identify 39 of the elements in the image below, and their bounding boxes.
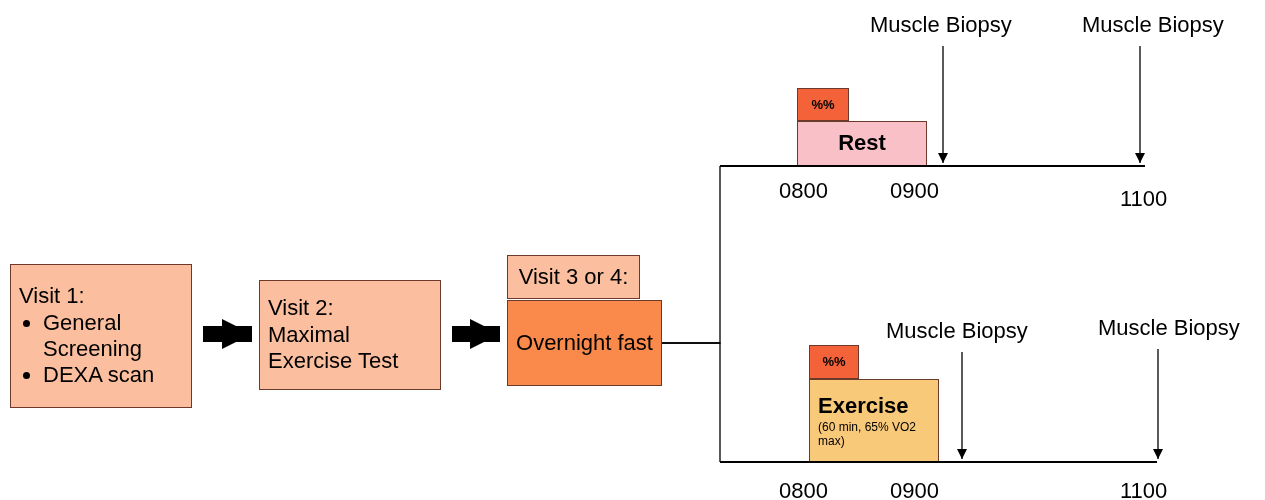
condition-box <box>809 379 939 463</box>
biopsy-label: Muscle Biopsy <box>870 12 1012 38</box>
arrow <box>1135 45 1145 164</box>
timeline-line <box>720 461 1157 463</box>
visit-box <box>259 280 441 390</box>
biopsy-label: Muscle Biopsy <box>1098 315 1240 341</box>
condition-box <box>797 121 927 166</box>
biopsy-label: Muscle Biopsy <box>886 318 1028 344</box>
box-text: Overnight fast <box>516 329 653 357</box>
box-text: (60 min, 65% VO2 max) <box>818 419 918 449</box>
box-text: Visit 1: <box>19 283 86 310</box>
connector-line <box>661 342 721 463</box>
condition-title: %% <box>811 96 835 113</box>
time-label: 0800 <box>779 478 828 500</box>
marker-box <box>797 88 849 121</box>
marker-box <box>809 345 859 379</box>
box-text: Visit 3 or 4: <box>518 263 629 291</box>
time-label: 1100 <box>1120 478 1168 500</box>
biopsy-label: Muscle Biopsy <box>1082 12 1224 38</box>
block-arrow <box>203 319 252 349</box>
condition-title: %% <box>822 354 846 370</box>
arrow <box>938 45 948 164</box>
arrow <box>957 351 967 460</box>
process-box <box>507 300 662 386</box>
visit-box <box>507 255 640 299</box>
block-arrow <box>452 319 500 349</box>
time-label: 1100 <box>1120 186 1168 212</box>
timeline-line <box>720 165 1145 167</box>
condition-title: Exercise <box>818 393 910 420</box>
box-text: Maximal Exercise Test <box>268 321 400 375</box>
condition-title: Rest <box>838 130 886 157</box>
time-label: 0900 <box>890 178 939 204</box>
list-item: General Screening <box>43 309 143 361</box>
time-label: 0900 <box>890 478 939 500</box>
box-text: Visit 2: <box>268 295 335 322</box>
list-item: DEXA scan <box>43 362 155 388</box>
time-label: 0800 <box>779 178 828 204</box>
visit-box <box>10 264 192 408</box>
arrow <box>1153 348 1163 460</box>
